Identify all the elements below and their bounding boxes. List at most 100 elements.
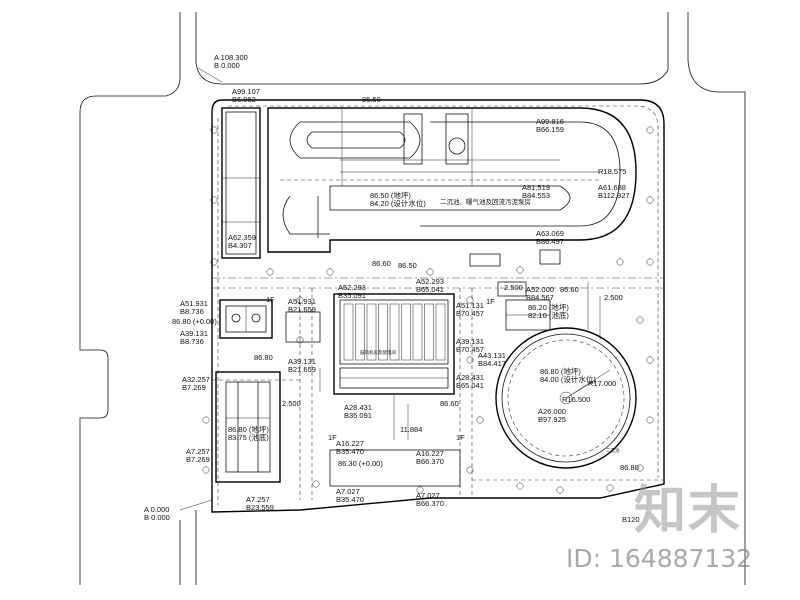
center-bottom-d-a: A7.027 — [416, 491, 440, 500]
right-bottom-elev: 86.80 — [620, 463, 639, 472]
center-top-b: B35.091 — [338, 291, 366, 300]
tree-symbol — [210, 196, 218, 204]
mid-elev-8660: 86.60 — [440, 399, 459, 408]
left-lower-inner-b: 83.75 (池底) — [228, 432, 269, 442]
filter-cell — [389, 303, 400, 361]
filter-cell — [424, 303, 434, 361]
right-structures — [285, 281, 551, 343]
right-a-label-b: B84.567 — [526, 293, 554, 302]
dimension-lines — [179, 67, 601, 511]
center-mid-r-b: B65.041 — [456, 381, 484, 390]
small-building-left — [219, 299, 273, 339]
left-c-b: B21.659 — [288, 305, 316, 314]
pond-e-a: A62.359 — [228, 233, 256, 242]
tree-symbol — [646, 258, 654, 266]
coordinate-labels: A 108.300 B 0.000 A99.107 B6.962 A 0.000… — [144, 53, 640, 524]
dim-2500-c: 2.500 — [604, 293, 623, 302]
left-lower-a-a: A32.257 — [182, 375, 210, 384]
tree-symbol — [210, 126, 218, 134]
pond-a-a: A99.816 — [536, 117, 564, 126]
coord-bl-a: A 0.000 — [144, 505, 169, 514]
left-lower-elev: 86.80 — [254, 353, 273, 362]
filter-cell — [412, 303, 423, 361]
right-note: 二沉池 — [606, 447, 620, 454]
tree-symbol — [476, 416, 484, 424]
label-1f-c: 1F — [456, 433, 465, 442]
center-mid-a: A28.431 — [344, 403, 372, 412]
tree-symbol — [606, 484, 614, 492]
left-a-a: A51.931 — [180, 299, 208, 308]
tree-symbol — [636, 464, 644, 472]
tree-symbol — [466, 296, 474, 304]
pond-c-a: A61.688 — [598, 183, 626, 192]
filter-cell — [401, 303, 411, 361]
pond-radius: R18.575 — [598, 167, 626, 176]
coord-top-b: B 0.000 — [214, 61, 240, 70]
mid-elev-8650: 86.50 — [398, 261, 417, 270]
center-bottom-a-a: A16.227 — [336, 439, 364, 448]
filter-cell — [378, 303, 388, 361]
pond-mid-elev-a: 86.50 (地坪) — [370, 190, 411, 200]
label-1f-a: 1F — [266, 295, 275, 304]
filter-cell — [366, 303, 377, 361]
filter-building — [329, 293, 461, 487]
pond-b-a: A81.519 — [522, 183, 550, 192]
tree-symbol — [202, 416, 210, 424]
center-bottom-d-b: B66.370 — [416, 499, 444, 508]
right-box-elev-b: 82.10 (池底) — [528, 310, 569, 320]
right-b-b: B70.457 — [456, 345, 484, 354]
pond-bot-elev: 86.60 — [372, 259, 391, 268]
center-bottom-elev: 86.30 (+0.00) — [338, 459, 383, 468]
tree-symbol — [556, 486, 564, 494]
center-bottom-c-a: A7.027 — [336, 487, 360, 496]
tree-symbol — [296, 336, 304, 344]
pond-c-b: B112.927 — [598, 191, 630, 200]
center-bottom-c-b: B35.470 — [336, 495, 364, 504]
right-top-elev: 86.60 — [560, 285, 579, 294]
left-lower-c-a: A7.257 — [246, 495, 270, 504]
left-lower-b-b: B7.269 — [186, 455, 210, 464]
tree-symbol — [646, 416, 654, 424]
pond-top-elev: 86.50 — [362, 95, 381, 104]
tree-symbol — [210, 258, 218, 266]
left-d-b: B21.659 — [288, 365, 316, 374]
left-b-a: A39.131 — [180, 329, 208, 338]
tree-symbol — [202, 466, 210, 474]
left-lower-a-b: B7.269 — [182, 383, 206, 392]
right-a-a: A51.131 — [456, 301, 484, 310]
label-1f-d: 1F — [328, 433, 337, 442]
tree-symbol — [416, 486, 424, 494]
tree-symbol — [466, 466, 474, 474]
coord-tl-b: B6.962 — [232, 95, 256, 104]
oxidation-ditch — [221, 107, 637, 267]
filter-cell — [355, 303, 365, 361]
right-a-b: B70.457 — [456, 309, 484, 318]
tree-symbol — [466, 356, 474, 364]
room-note: 鼓风机房及配电间 — [360, 349, 396, 356]
tree-symbol — [516, 482, 524, 490]
tree-symbol — [646, 126, 654, 134]
coord-top-a: A 108.300 — [214, 53, 248, 62]
left-c-a: A51.931 — [288, 297, 316, 306]
tree-symbol — [636, 316, 644, 324]
right-inner-radius: R16.500 — [562, 395, 590, 404]
left-a-b: B8.736 — [180, 307, 204, 316]
filter-cell — [435, 303, 446, 361]
left-lower-b-a: A7.257 — [186, 447, 210, 456]
pond-d-b: B86.497 — [536, 237, 564, 246]
right-c-label-b: B97.925 — [538, 415, 566, 424]
tree-symbol — [646, 196, 654, 204]
watermark-logo: 知末 — [633, 481, 742, 541]
pond-a-b: B66.159 — [536, 125, 564, 134]
tree-symbol — [326, 268, 334, 276]
tree-symbol — [312, 480, 320, 488]
right-elev-a: 86.80 (地坪) — [540, 366, 581, 376]
left-lower-c-b: B23.559 — [246, 503, 274, 512]
pond-d-a: A63.069 — [536, 229, 564, 238]
right-b-label-b: B84.417 — [478, 359, 506, 368]
right-b-a: A39.131 — [456, 337, 484, 346]
center-top-r-b: B65.041 — [416, 285, 444, 294]
watermark-id: ID: 164887132 — [566, 544, 753, 573]
right-radius: R17.000 — [588, 379, 616, 388]
